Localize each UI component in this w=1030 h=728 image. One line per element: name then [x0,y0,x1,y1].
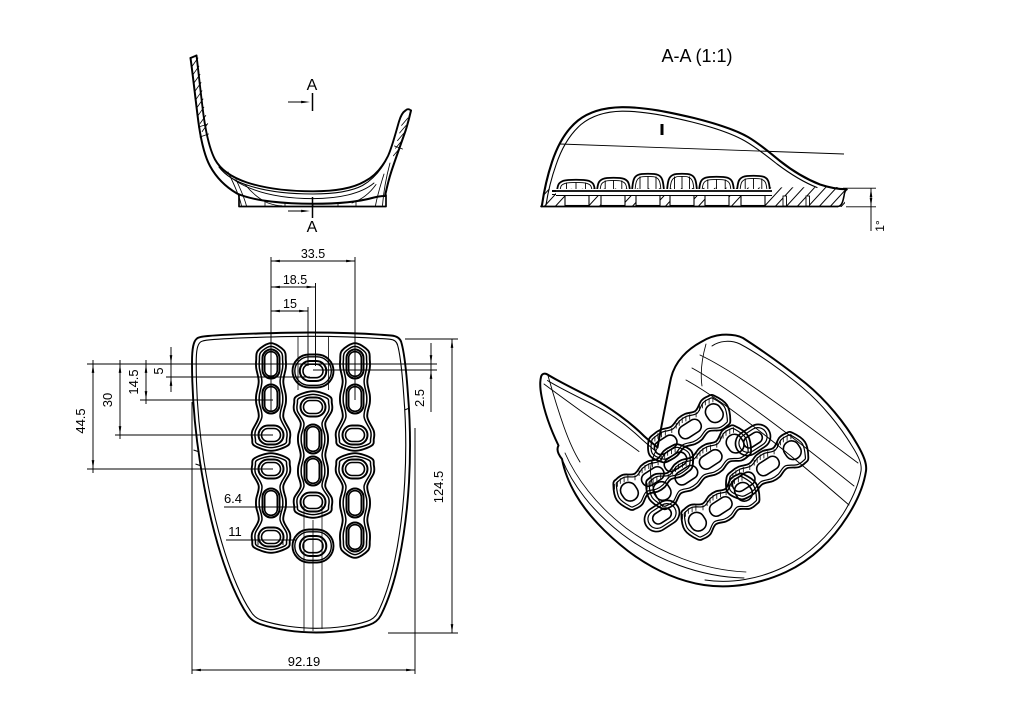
svg-text:5: 5 [151,367,166,374]
svg-text:44.5: 44.5 [73,408,88,433]
svg-text:15: 15 [283,297,297,311]
svg-text:11: 11 [228,524,242,539]
svg-text:A: A [307,77,318,94]
svg-text:A: A [307,219,318,236]
svg-text:2.5: 2.5 [412,389,427,407]
svg-text:1°: 1° [873,220,887,232]
svg-text:18.5: 18.5 [283,273,307,287]
svg-text:A-A (1:1): A-A (1:1) [661,46,732,66]
svg-text:14.5: 14.5 [126,369,141,394]
svg-text:33.5: 33.5 [301,247,325,261]
svg-text:124.5: 124.5 [431,471,446,504]
svg-text:92.19: 92.19 [288,654,321,669]
svg-text:6.4: 6.4 [224,491,242,506]
svg-text:30: 30 [100,393,115,407]
